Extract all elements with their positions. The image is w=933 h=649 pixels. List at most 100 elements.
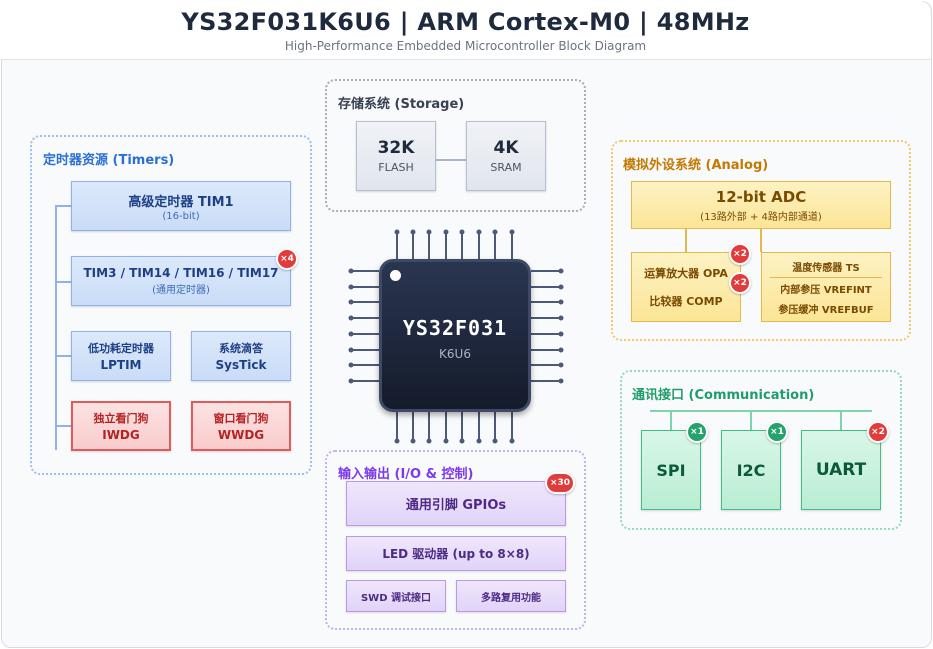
- i2c-block: I2C: [721, 430, 781, 510]
- uart-count-badge: ×2: [867, 421, 889, 443]
- led-driver-label: LED 驱动器 (up to 8×8): [382, 547, 530, 561]
- chip-pin-bottom-tip: [394, 438, 400, 444]
- tim1-block: 高级定时器 TIM1 (16-bit): [71, 181, 291, 231]
- storage-group-label: 存储系统 (Storage): [338, 97, 465, 112]
- timers-branch-general: [55, 281, 71, 283]
- timers-group-label: 定时器资源 (Timers): [43, 153, 175, 168]
- chip-pin-left-tip: [348, 299, 354, 305]
- io-group-label: 输入输出 (I/O & 控制): [338, 467, 474, 482]
- chip-pin-left-tip: [348, 347, 354, 353]
- spi-block: SPI: [641, 430, 701, 510]
- mux-block: 多路复用功能: [456, 580, 566, 612]
- chip-pin-left-tip: [348, 284, 354, 290]
- chip-pin-top-tip: [426, 229, 432, 235]
- adc-block: 12-bit ADC (13路外部 + 4路内部通道): [631, 181, 891, 229]
- comm-drop-i2c: [750, 410, 752, 430]
- chip-pin-top-tip: [410, 229, 416, 235]
- flash-block: 32K FLASH: [356, 121, 436, 191]
- timers-branch-lptim: [55, 355, 71, 357]
- swd-label: SWD 调试接口: [360, 592, 431, 604]
- chip-pin-left-tip: [348, 362, 354, 368]
- chip-pin-bottom-tip: [443, 438, 449, 444]
- opa-comp-block: 运算放大器 OPA 比较器 COMP: [631, 252, 741, 322]
- wwdg-name: 窗口看门狗: [213, 412, 269, 425]
- general-timers-block: TIM3 / TIM14 / TIM16 / TIM17 (通用定时器): [71, 256, 291, 306]
- chip-pin-right-tip: [558, 378, 564, 384]
- adc-sub: (13路外部 + 4路内部通道): [700, 211, 822, 223]
- iwdg-name: 独立看门狗: [93, 412, 149, 425]
- sram-type: SRAM: [490, 161, 522, 174]
- general-timers-name: TIM3 / TIM14 / TIM16 / TIM17: [83, 266, 279, 280]
- chip-pin-top-tip: [476, 229, 482, 235]
- general-timers-count-badge: ×4: [276, 248, 298, 270]
- ref-divider: [770, 276, 882, 278]
- lptim-name: 低功耗定时器: [88, 342, 154, 355]
- ref-block: 温度传感器 TS 内部参压 VREFINT 参压缓冲 VREFBUF: [761, 252, 891, 322]
- flash-type: FLASH: [378, 161, 414, 174]
- ts-label: 温度传感器 TS: [792, 262, 860, 274]
- chip-pin-top-tip: [509, 229, 515, 235]
- flash-size: 32K: [377, 138, 415, 158]
- systick-sub: SysTick: [215, 358, 267, 372]
- chip-pin-left-tip: [348, 378, 354, 384]
- chip-pin-right-tip: [558, 315, 564, 321]
- tim1-name: 高级定时器 TIM1: [128, 194, 234, 210]
- comm-drop-spi: [670, 410, 672, 430]
- sram-size: 4K: [493, 138, 519, 158]
- chip-pin-right-tip: [558, 284, 564, 290]
- chip-body: YS32F031 K6U6: [379, 259, 531, 412]
- systick-block: 系统滴答 SysTick: [191, 331, 291, 381]
- timers-group: [30, 135, 312, 475]
- chip-pin-right-tip: [558, 268, 564, 274]
- chip-pin-left-tip: [348, 331, 354, 337]
- led-driver-block: LED 驱动器 (up to 8×8): [346, 536, 566, 571]
- storage-group: [325, 79, 586, 212]
- gpio-label: 通用引脚 GPIOs: [405, 498, 507, 513]
- chip-pin1-marker: [390, 270, 401, 281]
- chip-pin-right-tip: [558, 299, 564, 305]
- adc-name: 12-bit ADC: [715, 187, 807, 206]
- tim1-sub: (16-bit): [162, 210, 200, 222]
- chip-pin-top-tip: [459, 229, 465, 235]
- opa-label: 运算放大器 OPA: [644, 267, 728, 280]
- page-title: YS32F031K6U6 | ARM Cortex-M0 | 48MHz: [181, 8, 750, 36]
- comp-count-badge: ×2: [729, 272, 751, 294]
- page-subtitle: High-Performance Embedded Microcontrolle…: [284, 39, 647, 53]
- chip-pin-bottom-tip: [492, 438, 498, 444]
- chip-pin-right-tip: [558, 347, 564, 353]
- chip-pin-bottom-tip: [509, 438, 515, 444]
- timers-branch-tim1: [55, 205, 71, 207]
- i2c-count-badge: ×1: [766, 421, 788, 443]
- general-timers-sub: (通用定时器): [152, 285, 210, 296]
- chip-pin-bottom-tip: [459, 438, 465, 444]
- iwdg-sub: IWDG: [102, 428, 140, 442]
- chip-pin-right-tip: [558, 331, 564, 337]
- comm-group: [620, 370, 902, 530]
- storage-link-line: [436, 159, 467, 161]
- analog-group-label: 模拟外设系统 (Analog): [623, 158, 769, 173]
- sram-block: 4K SRAM: [466, 121, 546, 191]
- io-group: [325, 450, 586, 630]
- opa-count-badge: ×2: [729, 243, 751, 265]
- timers-trunk-line: [55, 205, 57, 450]
- i2c-label: I2C: [736, 460, 766, 480]
- mux-label: 多路复用功能: [481, 592, 541, 604]
- uart-block: UART: [801, 430, 881, 510]
- chip-pin-left-tip: [348, 315, 354, 321]
- comm-drop-uart: [840, 410, 842, 430]
- wwdg-block: 窗口看门狗 WWDG: [191, 401, 291, 451]
- gpio-count-badge: ×30: [545, 472, 575, 494]
- lptim-block: 低功耗定时器 LPTIM: [71, 331, 171, 381]
- chip-package: K6U6: [439, 347, 471, 361]
- adc-to-opa-line: [685, 229, 687, 252]
- chip-pin-right-tip: [558, 362, 564, 368]
- chip-pin-bottom-tip: [426, 438, 432, 444]
- chip-pin-bottom-tip: [410, 438, 416, 444]
- uart-label: UART: [815, 460, 867, 480]
- adc-to-ts-line: [760, 229, 762, 252]
- vrefbuf-label: 参压缓冲 VREFBUF: [778, 304, 874, 316]
- chip-pin-top-tip: [443, 229, 449, 235]
- chip-name: YS32F031: [402, 316, 508, 340]
- vrefint-label: 内部参压 VREFINT: [780, 284, 872, 296]
